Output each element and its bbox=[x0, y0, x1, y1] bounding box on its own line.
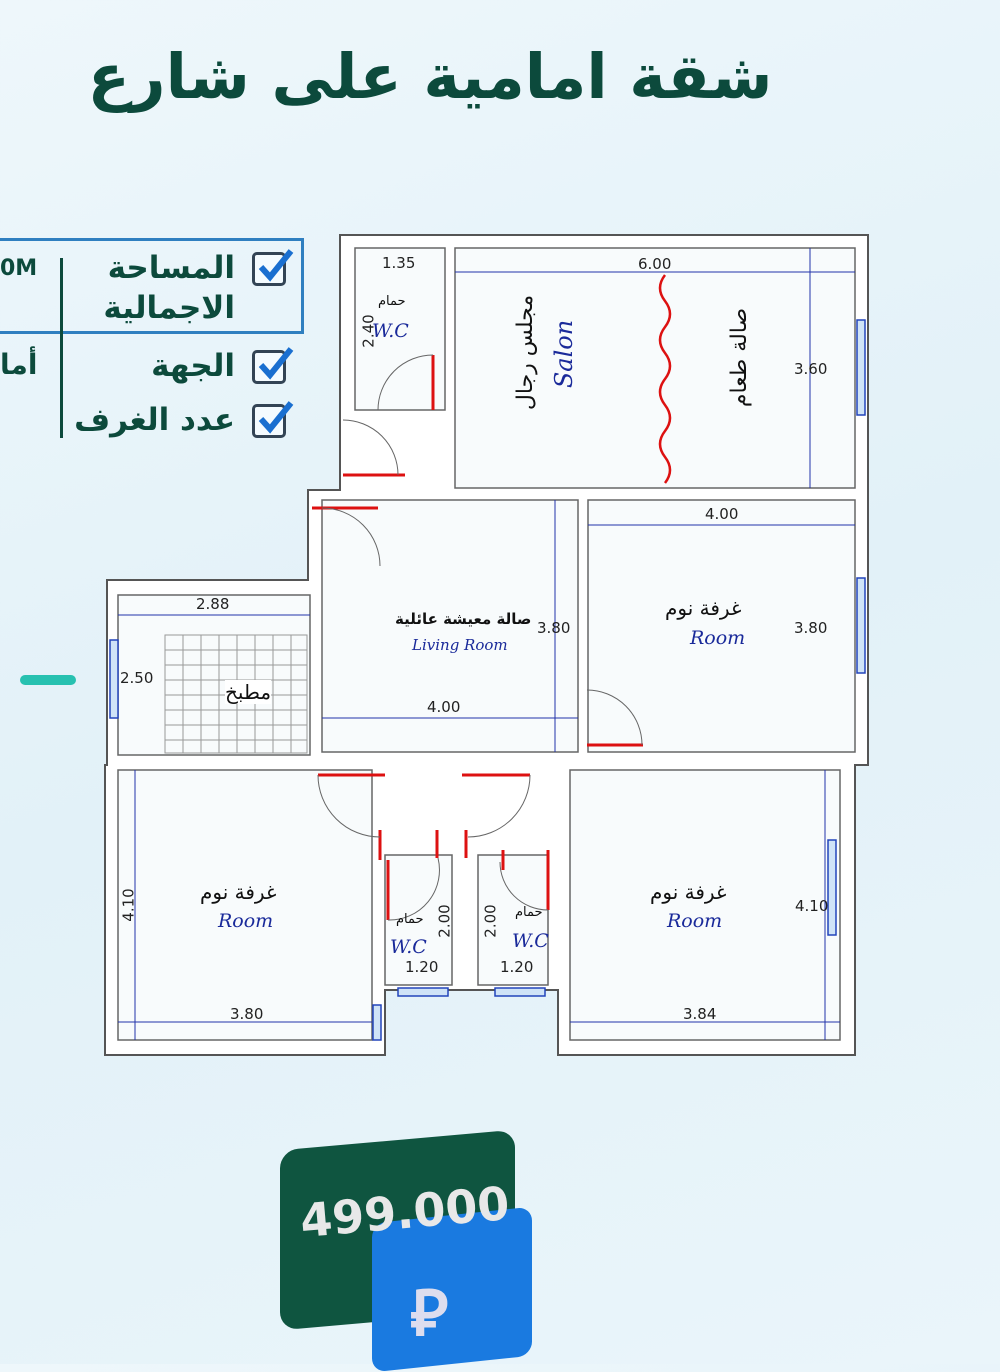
room-wc-top bbox=[354, 247, 446, 411]
window bbox=[856, 319, 866, 416]
window bbox=[856, 577, 866, 674]
dim: 2.50 bbox=[120, 669, 154, 687]
room-wc-2 bbox=[477, 854, 549, 986]
bedroom-bl-label: غرفة نوم bbox=[200, 880, 277, 904]
checkbox-check-icon bbox=[252, 249, 294, 286]
dim: 2.00 bbox=[481, 904, 500, 938]
wc1-label: حمام bbox=[396, 912, 424, 927]
dining-label: صالة طعام bbox=[727, 307, 753, 408]
bedroom-right-label: غرفة نوم bbox=[665, 596, 742, 620]
room-salon bbox=[454, 247, 856, 489]
saudi-riyal-icon: ⃁ bbox=[410, 1277, 449, 1351]
room-living bbox=[321, 499, 579, 753]
dim: 1.20 bbox=[405, 958, 439, 976]
room-bedroom-bl bbox=[117, 769, 373, 1041]
wc2-label-en: W.C bbox=[512, 930, 549, 952]
wc-top-label-en: W.C bbox=[372, 320, 409, 342]
dim: 2.88 bbox=[196, 595, 230, 613]
teal-dash bbox=[20, 675, 76, 685]
dim: 4.00 bbox=[705, 505, 739, 523]
wc-top-label: حمام bbox=[378, 294, 406, 309]
room-bedroom-br bbox=[569, 769, 841, 1041]
page-title: شقة امامية على شارع bbox=[87, 40, 773, 113]
dim: 4.10 bbox=[795, 897, 829, 915]
salon-label-en: Salon bbox=[550, 319, 579, 389]
dim: 3.60 bbox=[794, 360, 828, 378]
bedroom-br-label: غرفة نوم bbox=[650, 880, 727, 904]
dim: 3.80 bbox=[230, 1005, 264, 1023]
dim: 4.10 bbox=[119, 888, 138, 922]
dim: 2.40 bbox=[359, 314, 378, 348]
room-bedroom-right bbox=[587, 499, 856, 753]
info-frame bbox=[0, 238, 304, 334]
area-value: 0M bbox=[0, 256, 38, 281]
bedroom-br-label-en: Room bbox=[667, 910, 723, 932]
dim: 6.00 bbox=[638, 255, 672, 273]
dim: 4.00 bbox=[427, 698, 461, 716]
dim: 3.80 bbox=[537, 619, 571, 637]
info-divider bbox=[60, 258, 63, 438]
dim: 3.84 bbox=[683, 1005, 717, 1023]
dim: 1.35 bbox=[382, 254, 416, 272]
window bbox=[109, 639, 119, 719]
dim: 1.20 bbox=[500, 958, 534, 976]
dim: 3.80 bbox=[794, 619, 828, 637]
area-label-2: الاجمالية bbox=[103, 290, 235, 326]
window bbox=[494, 987, 546, 997]
checkbox-check-icon bbox=[252, 347, 294, 384]
wc2-label: حمام bbox=[515, 905, 543, 920]
window bbox=[372, 1004, 382, 1041]
wc1-label-en: W.C bbox=[390, 936, 427, 958]
bedroom-bl-label-en: Room bbox=[218, 910, 274, 932]
window bbox=[397, 987, 449, 997]
curtain-divider bbox=[658, 274, 672, 484]
area-label: المساحة bbox=[107, 250, 235, 286]
kitchen-label: مطبخ bbox=[225, 680, 272, 704]
room-wc-1 bbox=[384, 854, 453, 986]
direction-label: الجهة bbox=[151, 348, 235, 384]
window bbox=[827, 839, 837, 936]
dim: 2.00 bbox=[435, 904, 454, 938]
living-label: صالة معيشة عائلية bbox=[395, 610, 532, 628]
checkbox-check-icon bbox=[252, 401, 294, 438]
bedroom-right-label-en: Room bbox=[690, 627, 746, 649]
living-label-en: Living Room bbox=[412, 636, 508, 654]
room-kitchen bbox=[117, 594, 311, 756]
rooms-label: عدد الغرف bbox=[74, 402, 235, 438]
salon-label: مجلس رجال bbox=[513, 294, 539, 411]
direction-value: أما bbox=[0, 348, 38, 381]
